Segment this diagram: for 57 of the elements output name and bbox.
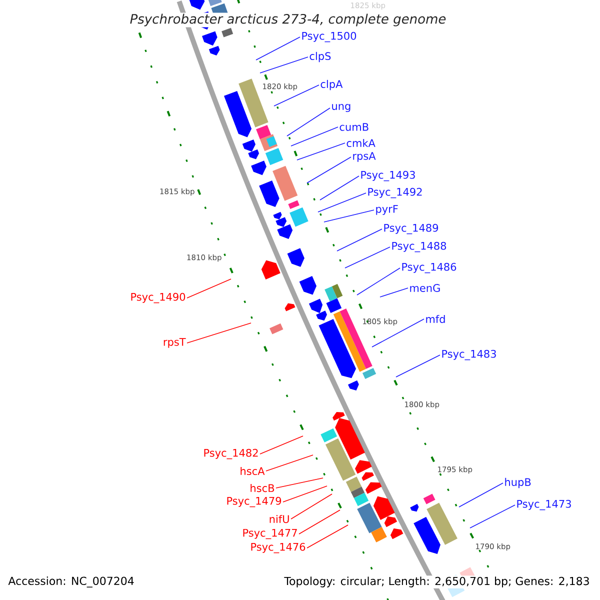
leader-line	[274, 84, 320, 106]
gene-label: hupB	[505, 478, 531, 488]
leader-line	[318, 192, 366, 212]
leader-line	[256, 36, 300, 60]
leader-line	[396, 354, 440, 378]
gene-label: Psyc_1500	[302, 32, 356, 42]
gene-label: Psyc_1476	[251, 542, 306, 554]
leader-line	[380, 288, 408, 298]
gene-label: Psyc_1486	[402, 262, 456, 274]
accession-label: Accession: NC_007204	[8, 576, 134, 588]
gene-label: rpsT	[164, 338, 186, 348]
gene-label: Psyc_1477	[243, 528, 297, 540]
gene-label: mfd	[426, 314, 445, 324]
genome-info-text: Topology: circular; Length: 2,650,701 bp; Genes: 2,183	[283, 576, 591, 588]
gene-label: clpS	[310, 52, 331, 62]
gene-label: hscA	[240, 466, 265, 476]
gene-label: Psyc_1483	[442, 350, 496, 360]
gene-label: Psyc_1473	[517, 500, 571, 510]
leader-line	[356, 268, 400, 296]
leader-line	[324, 210, 374, 222]
gene-label: pyrF	[376, 205, 398, 215]
gene-label: Psyc_1482	[204, 448, 258, 460]
gene-label: Psyc_1479	[227, 496, 282, 508]
leader-line	[290, 494, 332, 520]
leader-line	[260, 436, 304, 454]
gene-label: Psyc_1490	[131, 292, 186, 304]
gene-label: Psyc_1492	[368, 188, 422, 198]
leader-line	[372, 318, 424, 348]
title: Psychrobacter arcticus 273-4, complete genome	[128, 12, 448, 28]
leader-line	[186, 322, 252, 344]
leader-line	[306, 524, 348, 548]
leader-line	[276, 478, 324, 488]
gene-label: ung	[332, 104, 350, 112]
gene-label: cumB	[340, 123, 368, 131]
gene-label: menG	[410, 284, 440, 292]
gene-label: Psyc_1493	[361, 170, 415, 182]
leader-line	[266, 454, 314, 472]
leader-line	[336, 228, 382, 252]
gene-label: Psyc_1489	[384, 224, 438, 234]
leader-line	[458, 482, 504, 508]
leader-line	[298, 510, 340, 534]
gene-label: clpA	[320, 80, 343, 90]
leader-line	[260, 56, 308, 74]
leader-line	[290, 126, 338, 146]
leader-line	[296, 142, 346, 160]
leader-line	[186, 278, 232, 298]
gene-label: hscB	[250, 484, 274, 492]
gene-label: Psyc_1488	[392, 242, 446, 252]
leader-line	[282, 486, 328, 502]
leader-line	[470, 504, 516, 528]
leader-line	[320, 176, 360, 200]
gene-label: rpsA	[353, 152, 376, 162]
gene-label: nifU	[270, 514, 289, 524]
gene-label: cmkA	[346, 138, 376, 148]
leader-line	[306, 156, 352, 184]
leader-line	[344, 246, 390, 268]
leader-line	[286, 108, 330, 136]
